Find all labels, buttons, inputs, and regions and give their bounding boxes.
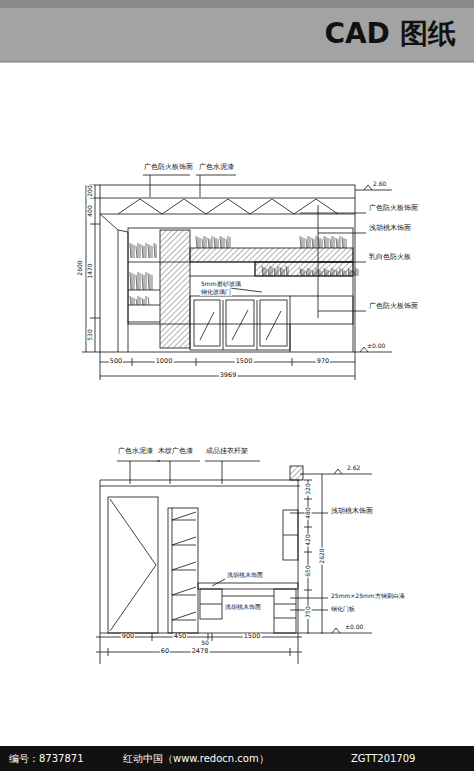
dimension-value: 2600 [77,259,84,276]
annotation-label: 5mm磨砂玻璃 [200,281,242,288]
annotation-label: 钢化门板 [330,606,356,613]
annotation-label: 广色防火板饰面 [368,303,419,310]
annotation-label: 25mm×25mm方钢刷白漆 [330,593,406,600]
dimension-value: 650 [305,564,312,577]
dimension-value: 450 [173,633,187,640]
dimension-value: 400 [87,204,94,217]
dimension-value: 50 [200,640,210,647]
annotation-label: 浅胡桃木饰面 [224,604,262,611]
annotation-label: 广色水泥漆 [198,164,235,172]
footer-text: ZGTT201709 [350,753,416,764]
dimension-value: 320 [305,482,312,495]
annotation-label: 钢化玻璃门 [200,289,232,296]
dimension-value: 60 [160,648,170,655]
footer-text: 红动中国（www.redocn.com） [122,753,270,764]
annotation-label: 广色防火板饰面 [368,205,419,212]
annotation-label: 2.62 [346,465,361,472]
annotation-label: 成品挂衣杆架 [205,448,249,456]
annotation-label: 广色防火板饰面 [143,164,194,172]
annotation-label: 浅胡桃木饰面 [330,508,374,515]
annotation-label: 浅胡桃木饰面 [226,572,264,579]
dimension-value: 750 [305,605,312,618]
dimension-value: 2478 [191,648,210,655]
dimension-value: 480 [305,506,312,519]
dimension-value: 1500 [243,633,262,640]
dimension-value: 970 [316,358,330,365]
footer-text: 编号：8737871 [8,753,85,764]
dimension-value: 1500 [235,358,254,365]
dimension-value: 900 [121,633,135,640]
annotation-label: ±0.00 [344,624,364,631]
dimension-value: 500 [109,358,123,365]
dimension-value: 530 [87,328,94,341]
dimension-value: 2620 [319,547,326,564]
annotation-label: ±0.00 [366,343,386,350]
dimension-value: 200 [87,184,94,197]
dimension-value: 3969 [219,372,238,379]
annotation-label: 木纹广色漆 [157,448,194,456]
sheet-title: CAD 图纸 [323,19,456,50]
annotation-label: 广色水泥漆 [117,448,154,456]
annotation-label: 乳白色防火板 [368,254,412,261]
dimension-value: 1470 [87,262,94,279]
dimension-value: 1000 [155,358,174,365]
annotation-label: 2.60 [372,181,387,188]
dimension-value: 420 [305,533,312,546]
annotation-label: 浅胡桃木饰面 [368,225,412,232]
